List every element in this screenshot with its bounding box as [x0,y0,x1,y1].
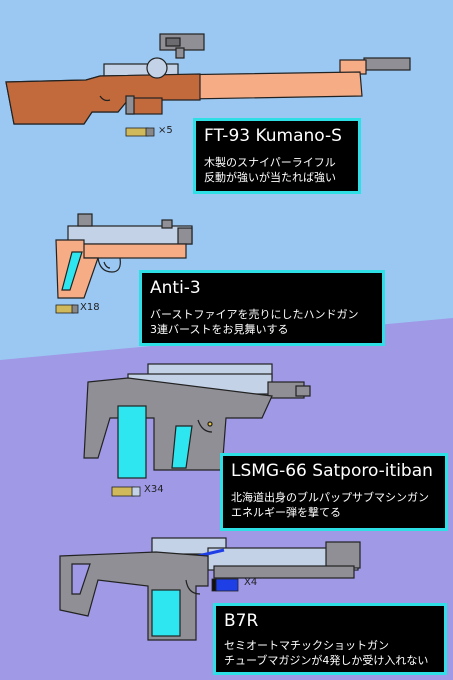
handgun-icon [55,213,193,299]
ammo-count: X18 [80,302,100,313]
weapon-card: FT-93 Kumano-S 木製のスナイパーライフル 反動が強いが当たれば強い [193,118,361,194]
weapon-description: エネルギー弾を撃てる [231,506,341,519]
weapon-description: 反動が強いが当たれば強い [204,171,336,184]
weapon-card: Anti-3 バーストファイアを売りにしたハンドガン 3連バーストをお見舞いする [139,270,385,346]
weapon-card: B7R セミオートマチックショットガン チューブマガジンが4発しか受け入れない [213,603,447,675]
weapon-card: LSMG-66 Satporo-itiban 北海道出身のブルパップサブマシンガ… [220,453,448,531]
shotgun-icon [59,537,361,641]
ammo-count: ×5 [158,125,173,136]
weapon-description: 3連バーストをお見舞いする [150,323,289,336]
weapon-name: FT-93 Kumano-S [204,126,342,146]
weapon-description: チューブマガジンが4発しか受け入れない [224,654,429,667]
weapon-name: LSMG-66 Satporo-itiban [231,461,433,481]
weapon-description: バーストファイアを売りにしたハンドガン [150,308,359,321]
shell-magazine-icon [211,578,239,592]
weapon-description: セミオートマチックショットガン [224,639,389,652]
sniper-rifle-icon [5,33,411,125]
smg-icon [83,363,311,479]
weapon-name: B7R [224,611,259,631]
ammo-count: X34 [144,484,164,495]
ammo-count: X4 [244,577,258,588]
bullet-icon [55,304,79,314]
weapon-name: Anti-3 [150,278,201,298]
weapon-description: 木製のスナイパーライフル [204,156,336,169]
energy-cell-icon [111,486,141,497]
bullet-icon [125,127,155,137]
weapon-description: 北海道出身のブルパップサブマシンガン [231,491,429,504]
